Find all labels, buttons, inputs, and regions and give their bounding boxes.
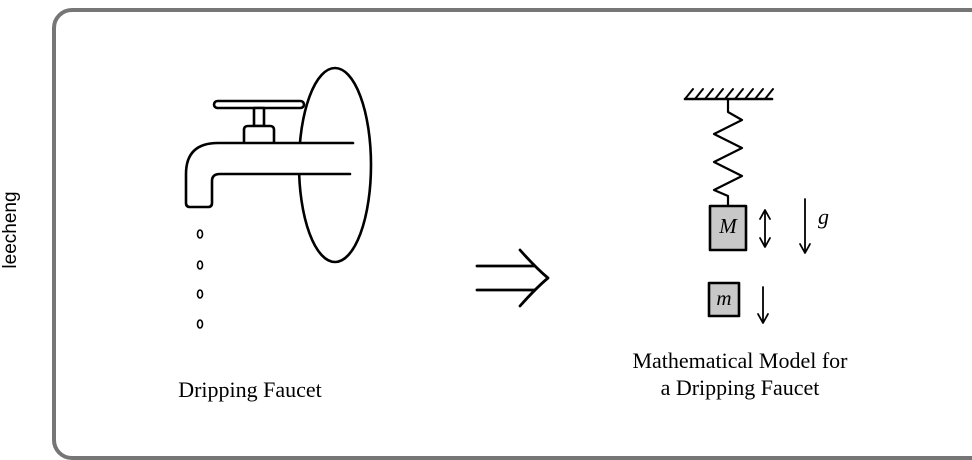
big-mass-box — [708, 204, 748, 252]
model-caption-line2: a Dripping Faucet — [660, 375, 820, 400]
model-caption: Mathematical Model for a Dripping Faucet — [560, 347, 920, 401]
water-drop — [196, 229, 204, 239]
oscillation-arrow — [759, 209, 771, 248]
gravity-label: g — [818, 204, 829, 229]
faucet-caption-text: Dripping Faucet — [178, 377, 322, 402]
implies-arrow — [475, 248, 550, 308]
small-mass-box — [707, 281, 741, 318]
spring-mass-model — [683, 88, 811, 324]
falling-arrow — [757, 286, 769, 324]
faucet-illustration — [184, 66, 373, 329]
model-caption-line1: Mathematical Model for — [632, 348, 848, 373]
spring — [712, 97, 744, 208]
big-mass-label: M — [719, 214, 737, 238]
diagram-canvas — [184, 66, 811, 329]
small-mass-label: m — [716, 286, 732, 310]
faucet-stem — [252, 106, 266, 128]
faucet-caption: Dripping Faucet — [130, 376, 370, 403]
water-drop — [196, 319, 204, 329]
water-drop — [196, 260, 204, 270]
ceiling-hatch — [684, 88, 774, 100]
water-drop — [196, 289, 204, 299]
gravity-arrow — [799, 198, 811, 254]
faucet-valve — [242, 124, 276, 145]
faucet-spout — [184, 141, 355, 209]
